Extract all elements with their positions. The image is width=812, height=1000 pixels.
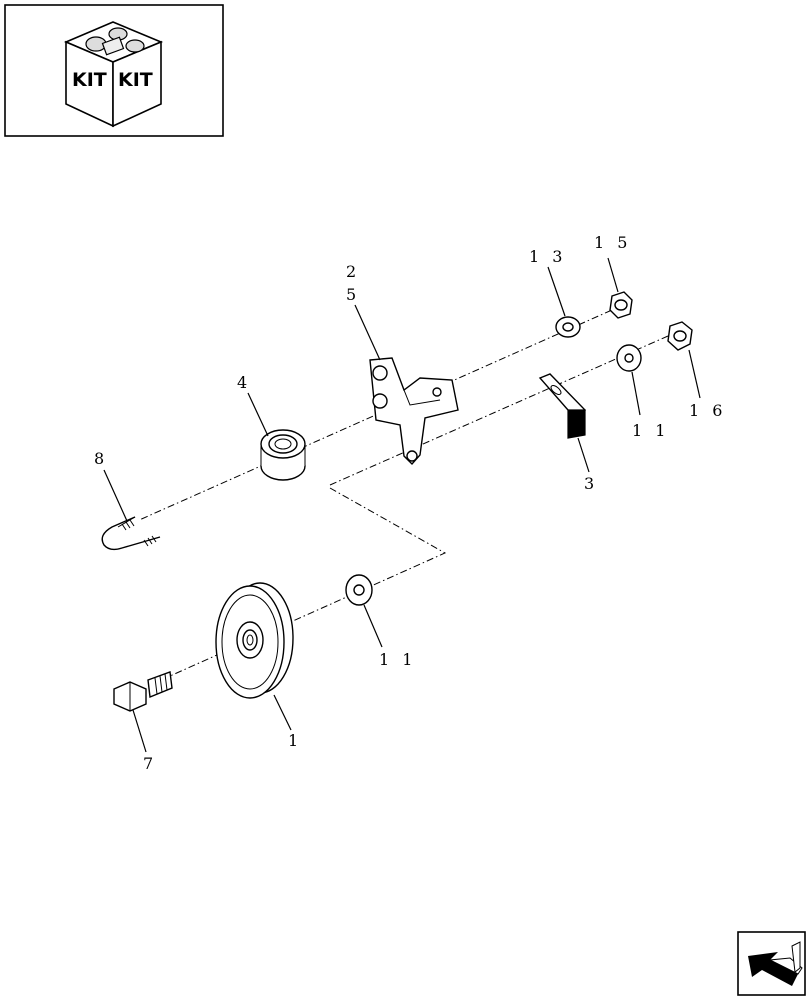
- callout-15: 1 5: [594, 233, 631, 252]
- pulley-part: [215, 582, 294, 699]
- callout-11-upper: 1 1: [632, 421, 669, 440]
- callout-4: 4: [237, 373, 251, 392]
- flat-washer-upper-part: [616, 344, 642, 372]
- kit-label-right: KIT: [118, 69, 153, 91]
- u-bolt-part: [101, 516, 161, 551]
- hex-nut-15-part: [609, 291, 633, 319]
- lock-washer-part: [555, 316, 581, 338]
- callout-labels: 2 5 1 3 1 5 4 8 1 6 1 1 3 1 1 1 7: [94, 233, 726, 773]
- hex-nut-16-part: [667, 321, 693, 351]
- bushing-part: [260, 429, 306, 481]
- callout-8: 8: [94, 449, 108, 468]
- callout-2: 2: [346, 262, 360, 281]
- leader-lines: [103, 257, 701, 753]
- plate-part: [538, 373, 587, 439]
- bracket-part: [369, 357, 459, 466]
- callout-3: 3: [584, 474, 598, 493]
- flat-washer-lower-part: [345, 574, 373, 606]
- kit-label-left: KIT: [72, 69, 107, 91]
- callout-11-lower: 1 1: [379, 650, 416, 669]
- previous-page-arrow-icon[interactable]: [737, 931, 806, 996]
- callout-16: 1 6: [689, 401, 726, 420]
- callout-13: 1 3: [529, 247, 566, 266]
- callout-5: 5: [346, 285, 360, 304]
- bolt-part: [113, 671, 173, 712]
- kit-box-frame: KIT KIT: [4, 4, 224, 137]
- kit-cube-icon: KIT KIT: [63, 21, 164, 128]
- callout-1: 1: [288, 731, 302, 750]
- center-lines: [127, 309, 669, 677]
- callout-7: 7: [143, 754, 157, 773]
